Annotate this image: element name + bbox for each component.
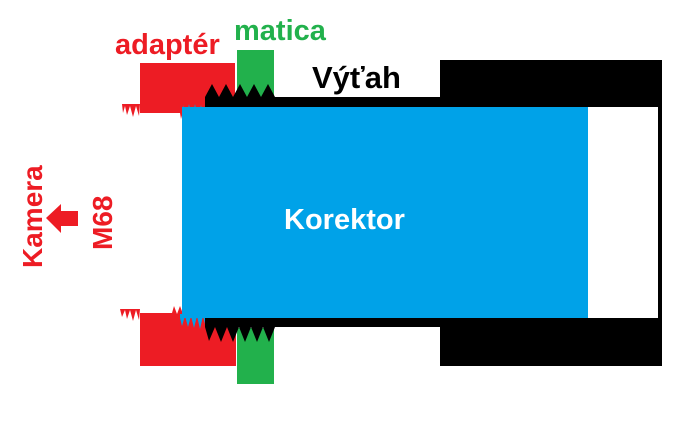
adapter-bottom-thread-teeth bbox=[120, 309, 140, 321]
adapter-top-body bbox=[140, 63, 235, 123]
nut-shape bbox=[237, 50, 274, 384]
focuser-bottom-wall bbox=[205, 318, 662, 366]
nut-label: matica bbox=[234, 15, 327, 47]
corrector-label: Korektor bbox=[284, 204, 405, 236]
focuser-label: Výťah bbox=[312, 60, 401, 95]
focuser-back-wall bbox=[658, 60, 662, 366]
corrector-body bbox=[182, 107, 588, 318]
corrector-bottom-thread-teeth bbox=[180, 314, 210, 329]
corrector-shape bbox=[180, 104, 588, 329]
camera-arrow-icon bbox=[46, 204, 78, 233]
thread-m68-label: M68 bbox=[87, 196, 118, 250]
camera-label: Kamera bbox=[17, 165, 48, 268]
focuser-top-wall bbox=[205, 60, 662, 107]
adapter-top-shape bbox=[122, 63, 235, 123]
adapter-top-thread-teeth bbox=[122, 104, 140, 117]
corrector-top-thread-teeth bbox=[182, 104, 210, 122]
focuser-shape bbox=[205, 60, 662, 366]
adapter-label: adaptér bbox=[115, 29, 220, 61]
